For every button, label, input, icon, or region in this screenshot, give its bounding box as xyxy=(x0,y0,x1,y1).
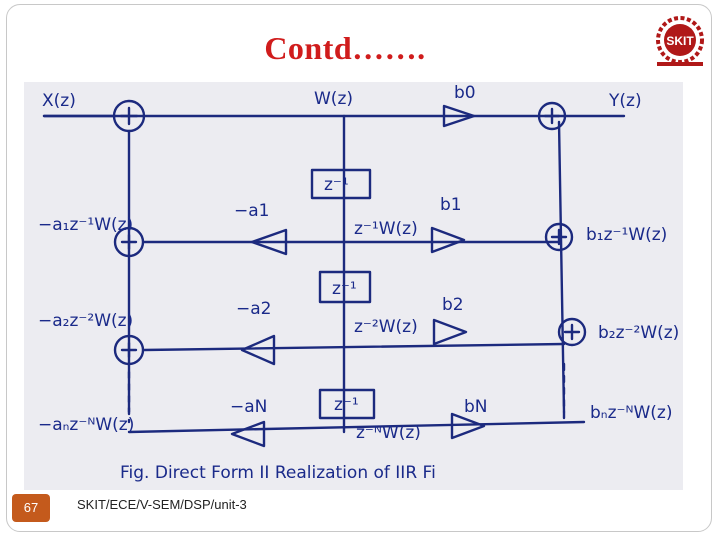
label-b1: b1 xyxy=(440,195,462,215)
label-bn: bN xyxy=(464,397,488,417)
label-delay-1: z⁻¹ xyxy=(324,175,349,195)
direct-form-ii-diagram: X(z) W(z) b0 Y(z) z⁻¹ z⁻¹ z⁻¹ −a₁z⁻¹W(z)… xyxy=(24,82,683,490)
label-tap-2: z⁻²W(z) xyxy=(354,317,418,337)
label-y-z: Y(z) xyxy=(608,91,642,111)
label-delay-3: z⁻¹ xyxy=(334,395,359,415)
page-number-badge: 67 xyxy=(12,494,50,522)
handwritten-diagram-photo: X(z) W(z) b0 Y(z) z⁻¹ z⁻¹ z⁻¹ −a₁z⁻¹W(z)… xyxy=(24,82,683,490)
svg-text:SKIT: SKIT xyxy=(666,34,694,48)
label-neg-a1: −a1 xyxy=(234,201,269,221)
label-delay-2: z⁻¹ xyxy=(332,279,357,299)
label-b0: b0 xyxy=(454,83,476,103)
label-x-z: X(z) xyxy=(42,91,76,111)
label-left-2: −a₂z⁻²W(z) xyxy=(38,311,133,331)
label-right-n: bₙz⁻ᴺW(z) xyxy=(590,403,672,423)
label-b2: b2 xyxy=(442,295,464,315)
label-tap-1: z⁻¹W(z) xyxy=(354,219,418,239)
footer-text: SKIT/ECE/V-SEM/DSP/unit-3 xyxy=(77,497,247,512)
label-right-1: b₁z⁻¹W(z) xyxy=(586,225,667,245)
slide-frame xyxy=(6,4,712,532)
skit-logo-icon: SKIT xyxy=(656,16,704,66)
label-left-n: −aₙz⁻ᴺW(z) xyxy=(38,415,134,435)
diagram-caption: Fig. Direct Form II Realization of IIR F… xyxy=(120,463,436,483)
label-left-1: −a₁z⁻¹W(z) xyxy=(38,215,133,235)
slide-title: Contd……. xyxy=(264,30,426,66)
label-neg-an: −aN xyxy=(230,397,267,417)
label-right-2: b₂z⁻²W(z) xyxy=(598,323,679,343)
label-tap-n: z⁻ᴺW(z) xyxy=(356,423,421,443)
label-w-z: W(z) xyxy=(314,89,353,109)
label-neg-a2: −a2 xyxy=(236,299,271,319)
